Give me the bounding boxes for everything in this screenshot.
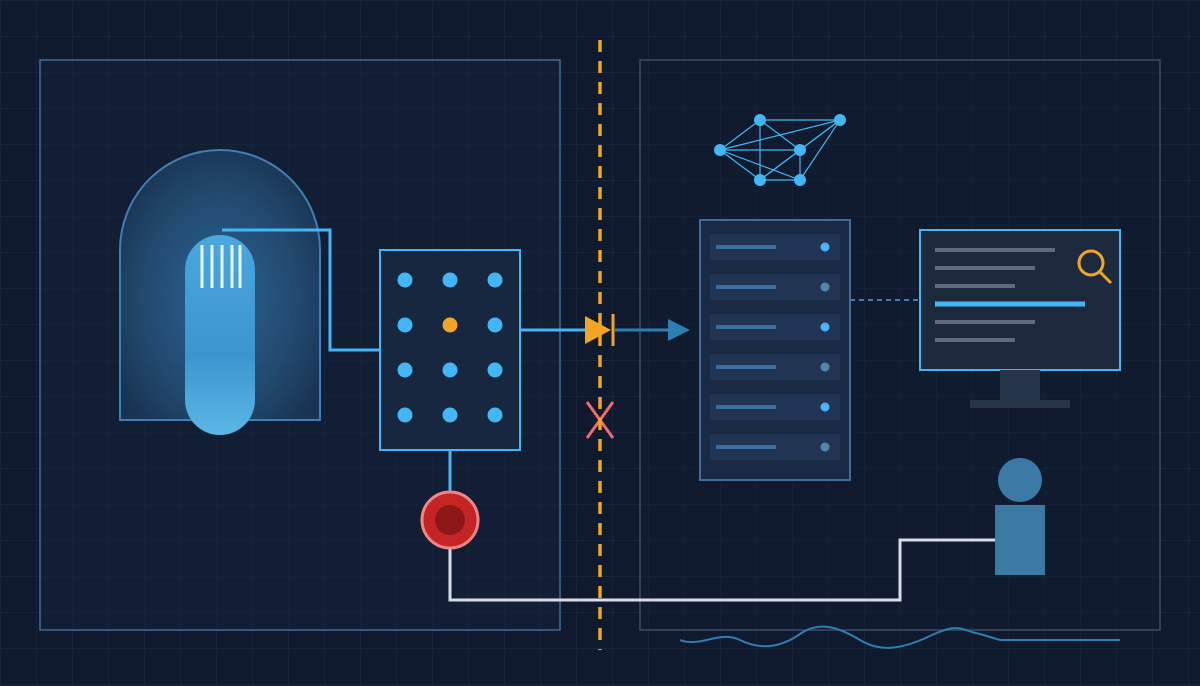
indicator-light xyxy=(397,272,413,288)
network-node xyxy=(834,114,846,126)
network-edge xyxy=(759,149,801,181)
server-unit xyxy=(710,274,840,300)
indicator-light xyxy=(487,317,503,333)
network-node xyxy=(714,144,726,156)
emergency-stop-button-icon xyxy=(420,490,480,550)
server-unit xyxy=(710,314,840,340)
indicator-light xyxy=(397,362,413,378)
server-unit xyxy=(710,234,840,260)
indicator-light xyxy=(442,272,458,288)
monitoring-display-icon xyxy=(919,229,1121,408)
operator-signal-line xyxy=(448,538,995,602)
reactor-core-icon xyxy=(185,235,255,435)
server-status-light xyxy=(820,242,830,252)
indicator-light xyxy=(487,407,503,423)
reactor-containment-icon xyxy=(119,149,321,435)
network-node xyxy=(754,174,766,186)
network-node xyxy=(754,114,766,126)
server-unit xyxy=(710,394,840,420)
waveform-icon xyxy=(679,625,1120,649)
indicator-light xyxy=(487,272,503,288)
log-lines xyxy=(935,248,1085,342)
fuel-rods-icon xyxy=(200,245,242,288)
server-status-light xyxy=(820,282,830,292)
indicator-light xyxy=(442,407,458,423)
indicator-light xyxy=(442,317,458,333)
indicator-light xyxy=(397,317,413,333)
network-graph-icon xyxy=(714,114,846,186)
server-status-light xyxy=(820,362,830,372)
network-edge xyxy=(799,119,841,181)
indicator-light xyxy=(397,407,413,423)
network-edge xyxy=(759,119,801,151)
sensor-wire xyxy=(222,228,380,352)
network-node xyxy=(794,174,806,186)
server-unit xyxy=(710,354,840,380)
data-diode-icon xyxy=(585,314,615,346)
arrow-right-icon xyxy=(668,319,690,341)
magnifier-icon xyxy=(1077,249,1113,285)
network-node xyxy=(794,144,806,156)
indicator-light xyxy=(442,362,458,378)
server-unit xyxy=(710,434,840,460)
operator-person-icon xyxy=(995,458,1045,575)
network-edge xyxy=(719,119,761,151)
server-status-light xyxy=(820,442,830,452)
network-edge xyxy=(719,149,761,181)
control-panel-grid-icon xyxy=(379,249,521,451)
server-rack-icon xyxy=(699,219,851,481)
server-status-light xyxy=(820,402,830,412)
indicator-light xyxy=(487,362,503,378)
server-status-light xyxy=(820,322,830,332)
